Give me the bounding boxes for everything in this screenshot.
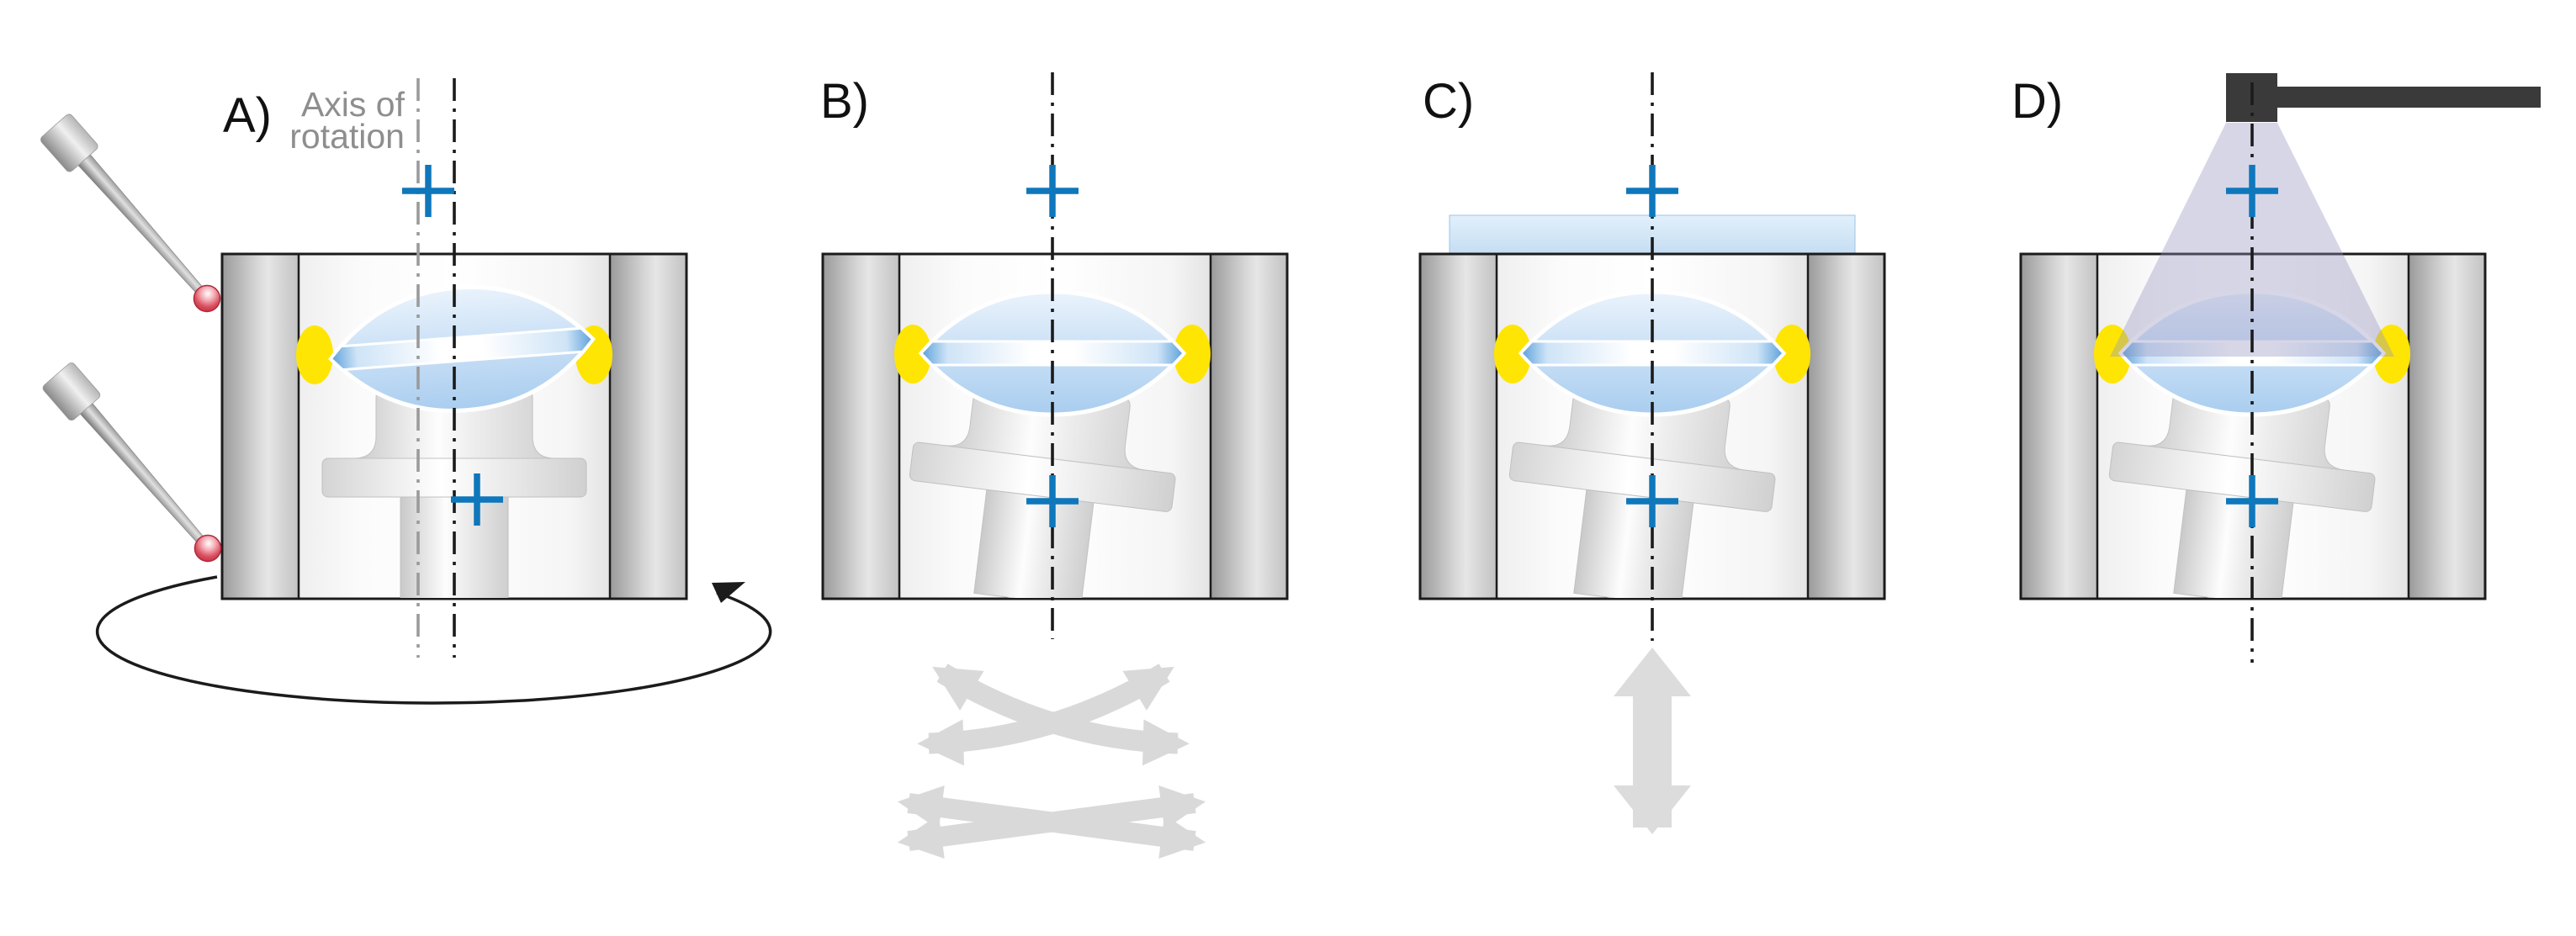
shift-adjust-arrows bbox=[897, 785, 1206, 859]
figure-panel-d: D) bbox=[2012, 73, 2541, 663]
panel-label-b: B) bbox=[820, 74, 869, 129]
adhesive-bond-left bbox=[894, 325, 931, 383]
rotation-arrowhead-icon bbox=[712, 582, 745, 603]
panel-label-d: D) bbox=[2012, 74, 2063, 129]
tilt-adjust-arrows bbox=[917, 664, 1190, 766]
adhesive-bond-right bbox=[2373, 325, 2410, 383]
figure-panel-b: B) bbox=[820, 72, 1289, 859]
panel-label-a: A) bbox=[223, 88, 272, 143]
adhesive-bond-right bbox=[1174, 325, 1211, 383]
figure-panel-c: C) bbox=[1418, 72, 1886, 834]
axial-adjust-arrow bbox=[1614, 648, 1691, 834]
up-arrowhead-icon bbox=[1614, 648, 1691, 696]
panel-label-c: C) bbox=[1423, 74, 1474, 129]
down-arrowhead-icon bbox=[1614, 785, 1691, 834]
reference-flat-plate bbox=[1449, 214, 1856, 256]
axis-of-rotation-label-line2: rotation bbox=[289, 117, 405, 156]
adhesive-bond-left bbox=[296, 325, 333, 384]
uv-lamp-arm bbox=[2277, 87, 2541, 108]
axis-of-rotation-label-line1: Axis of bbox=[301, 85, 405, 124]
rotation-arrow bbox=[95, 575, 772, 705]
adhesive-bond-left bbox=[1494, 325, 1531, 383]
adhesive-bond-right bbox=[1773, 325, 1810, 383]
adhesive-bond-left bbox=[2094, 325, 2131, 383]
figure-panel-a: A) Axis of rotation bbox=[38, 78, 772, 705]
